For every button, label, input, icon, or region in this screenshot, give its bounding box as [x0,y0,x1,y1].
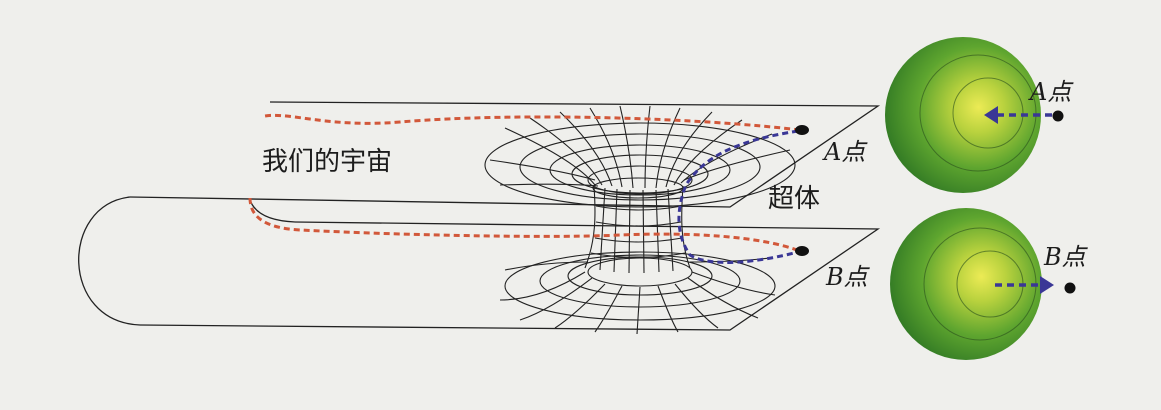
top-plane [129,101,881,208]
sphere-b: B点 [890,208,1089,360]
sphere-a-point-dot [1052,110,1064,122]
sphere-a: A点 [885,37,1074,193]
label-our-universe: 我们的宇宙 [262,147,392,177]
label-point-b: B点 [825,263,871,291]
wormhole-top [484,105,796,208]
fold-outer [78,196,141,326]
hyperspace-path [677,129,799,264]
point-b-dot [795,246,809,256]
universe-path [248,113,801,253]
point-a-dot [795,125,809,135]
universe-sheet [78,101,881,331]
bottom-plane [139,221,881,331]
wormhole-bottom [499,251,776,335]
sphere-b-point-dot [1064,282,1076,294]
sphere-a-label: A点 [1028,78,1074,106]
label-hyperspace: 超体 [768,184,820,214]
fold-inner [249,199,296,223]
sphere-b-label: B点 [1043,243,1089,271]
label-point-a: A点 [822,138,868,166]
